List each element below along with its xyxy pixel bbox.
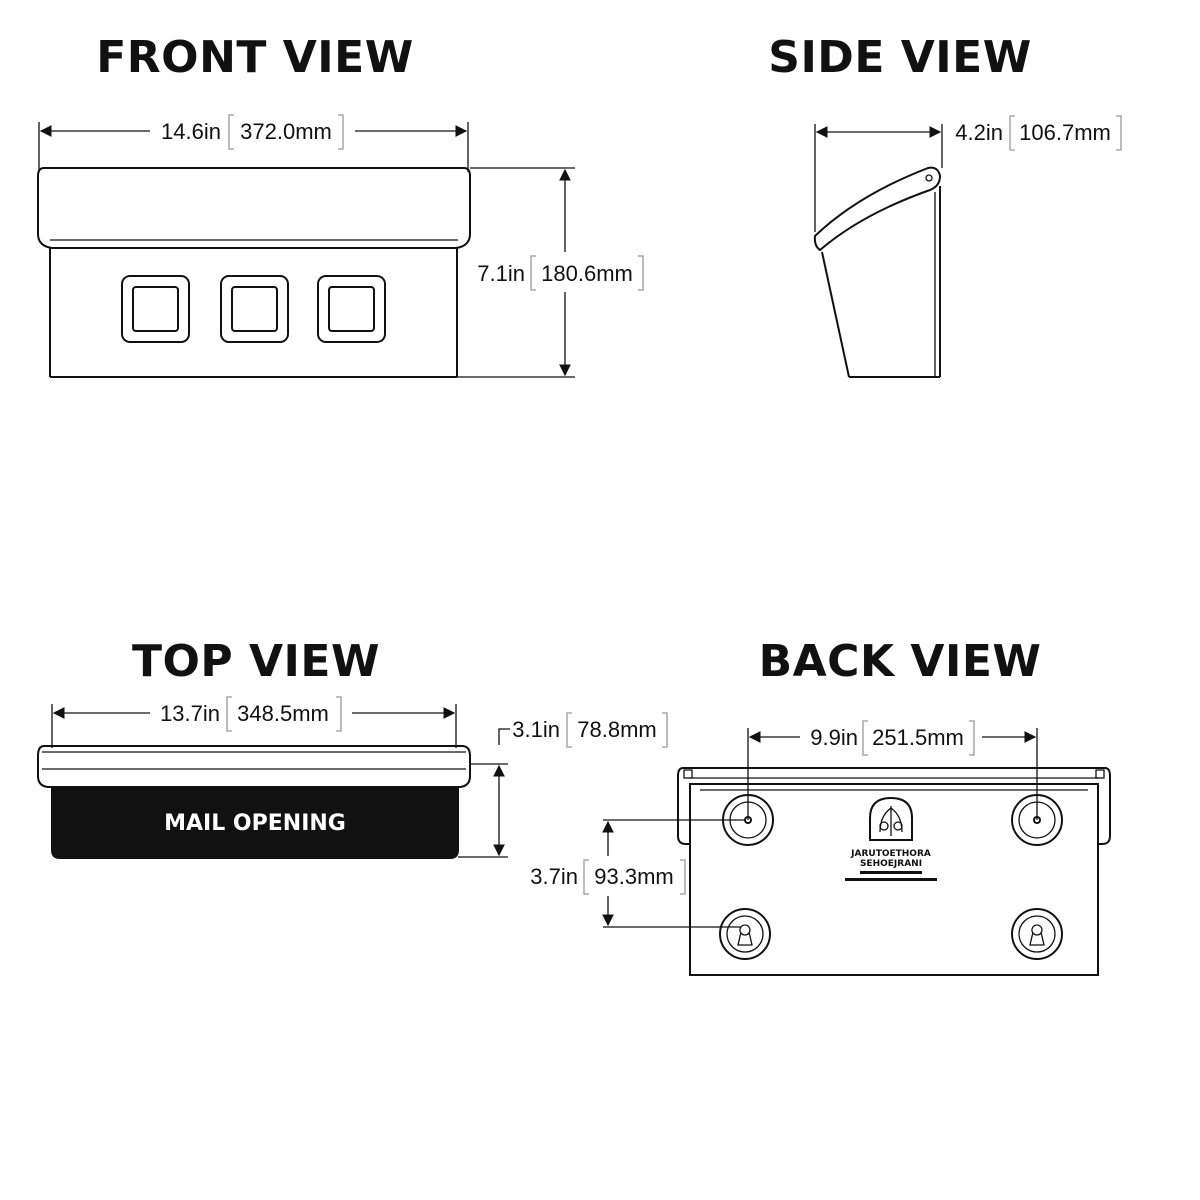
top-width-mm: 348.5mm [237, 701, 329, 726]
front-height-in: 7.1in [477, 261, 525, 286]
top-view-title: TOP VIEW [132, 636, 380, 687]
front-window-3 [317, 275, 386, 343]
front-window-2 [220, 275, 289, 343]
mail-opening-label: MAIL OPENING [164, 811, 346, 836]
back-vertical-dimension: 3.7in 93.3mm [530, 819, 745, 928]
back-view: BACK VIEW [530, 636, 1111, 976]
front-height-mm: 180.6mm [541, 261, 633, 286]
top-view: TOP VIEW 13.7in 348.5mm MAIL OPENING 3.1… [37, 636, 668, 859]
logo-fine-print-1 [860, 871, 922, 874]
back-hspace-in: 9.9in [810, 725, 858, 750]
front-width-dimension: 14.6in 372.0mm [38, 114, 469, 172]
back-view-title: BACK VIEW [759, 636, 1042, 687]
front-width-mm: 372.0mm [240, 119, 332, 144]
top-depth-in: 3.1in [512, 717, 560, 742]
side-depth-dimension: 4.2in 106.7mm [814, 115, 1122, 232]
side-view-title: SIDE VIEW [768, 32, 1031, 83]
side-mailbox-body [813, 166, 942, 378]
top-depth-mm: 78.8mm [577, 717, 656, 742]
logo-text-line1: JARUTOETHORA [850, 849, 931, 859]
front-height-dimension: 7.1in 180.6mm [457, 167, 644, 378]
back-keyhole-bottom-right [1011, 908, 1063, 960]
side-depth-in: 4.2in [955, 120, 1003, 145]
logo-text-line2: SEHOEJRANI [860, 859, 922, 869]
side-view: SIDE VIEW 4.2in 106.7mm [768, 32, 1122, 378]
side-depth-mm: 106.7mm [1019, 120, 1111, 145]
back-vspace-mm: 93.3mm [594, 864, 673, 889]
back-hspace-mm: 251.5mm [872, 725, 964, 750]
top-depth-dimension: 3.1in 78.8mm [458, 712, 668, 858]
back-keyhole-bottom-left [719, 908, 771, 960]
back-vspace-in: 3.7in [530, 864, 578, 889]
back-mailbox-body: JARUTOETHORA SEHOEJRANI [677, 767, 1111, 976]
front-view: FRONT VIEW 14.6in 372.0mm [37, 32, 644, 378]
front-window-1 [121, 275, 190, 343]
back-horizontal-dimension: 9.9in 251.5mm [747, 720, 1038, 820]
mail-opening [51, 786, 459, 859]
logo-fine-print-2 [845, 878, 937, 881]
top-width-dimension: 13.7in 348.5mm [51, 696, 457, 748]
top-mailbox-body: MAIL OPENING [37, 745, 471, 859]
front-mailbox-body [37, 167, 471, 378]
back-logo: JARUTOETHORA SEHOEJRANI [845, 796, 937, 881]
front-width-in: 14.6in [161, 119, 221, 144]
top-width-in: 13.7in [160, 701, 220, 726]
front-view-title: FRONT VIEW [96, 32, 414, 83]
